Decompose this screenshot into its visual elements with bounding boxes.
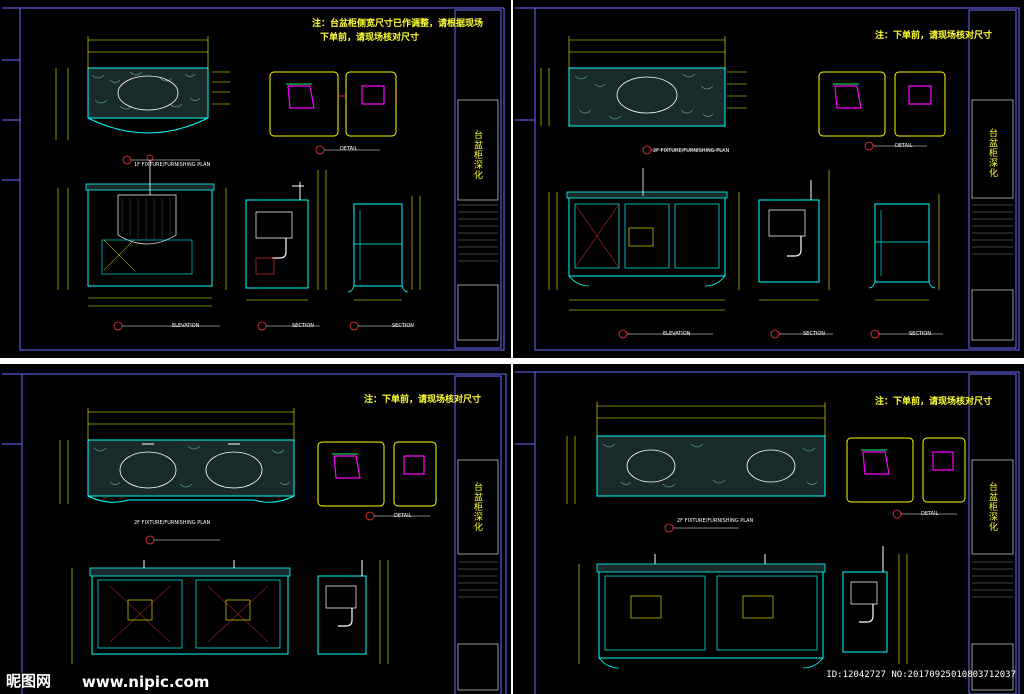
sheet-3-title-block-title: 台盆柜深化 — [472, 482, 482, 532]
sheet-2-drawing — [515, 7, 1020, 351]
sheet-1-title-block-title: 台盆柜深化 — [472, 130, 482, 180]
drawing-sheet-2: 注：下单前，请现场核对尺寸 台盆柜深化 2F FIXTURE/FURNISHIN… — [513, 0, 1024, 358]
drawing-sheet-4: 注：下单前，请现场核对尺寸 台盆柜深化 2F FIXTURE/FURNISHIN… — [513, 364, 1024, 694]
sheet-4-drawing — [515, 371, 1020, 694]
sheet-2-plan-label: 2F FIXTURE/FURNISHING PLAN — [653, 148, 730, 154]
sheet-1-plan-label: 1F FIXTURE/FURNISHING PLAN — [134, 162, 211, 168]
sheet-2-section-label-2: SECTION — [909, 331, 932, 337]
sheet-2-title-block-title: 台盆柜深化 — [987, 128, 997, 178]
watermark-id: ID:12042727 NO:20170925010803712037 — [826, 670, 1016, 680]
sheet-1-section-label-1: SECTION — [292, 323, 315, 329]
sheet-4-note: 注：下单前，请现场核对尺寸 — [875, 397, 993, 407]
drawing-sheet-3: 注：下单前，请现场核对尺寸 台盆柜深化 2F FIXTURE/FURNISHIN… — [0, 364, 511, 694]
sheet-2-detail-label: DETAIL — [895, 143, 913, 149]
sheet-1-detail-label: DETAIL — [340, 146, 358, 152]
sheet-4-plan-label: 2F FIXTURE/FURNISHING PLAN — [677, 518, 754, 524]
sheet-3-plan-label: 2F FIXTURE/FURNISHING PLAN — [134, 520, 211, 526]
sheet-2-note: 注：下单前，请现场核对尺寸 — [875, 31, 993, 41]
sheet-1-drawing — [2, 7, 505, 351]
sheet-2-elevation-label: ELEVATION — [663, 331, 691, 337]
sheet-4-detail-label: DETAIL — [921, 511, 939, 517]
sheet-1-section-label-2: SECTION — [392, 323, 415, 329]
sheet-1-note-line-1: 注：台盆柜侧宽尺寸已作调整，请根据现场 — [312, 19, 484, 29]
sheet-4-title-block-title: 台盆柜深化 — [987, 482, 997, 532]
watermark-url: www.nipic.com — [82, 673, 210, 691]
sheet-3-drawing — [2, 373, 507, 694]
drawing-sheet-1: 注：台盆柜侧宽尺寸已作调整，请根据现场 下单前，请现场核对尺寸 台盆柜深化 1F… — [0, 0, 511, 358]
sheet-3-note: 注：下单前，请现场核对尺寸 — [364, 395, 482, 405]
sheet-3-detail-label: DETAIL — [394, 513, 412, 519]
sheet-1-elevation-label: ELEVATION — [172, 323, 200, 329]
watermark-logo: 昵图网 — [6, 672, 52, 690]
sheet-1-note-line-2: 下单前，请现场核对尺寸 — [320, 33, 420, 43]
sheet-2-section-label-1: SECTION — [803, 331, 826, 337]
